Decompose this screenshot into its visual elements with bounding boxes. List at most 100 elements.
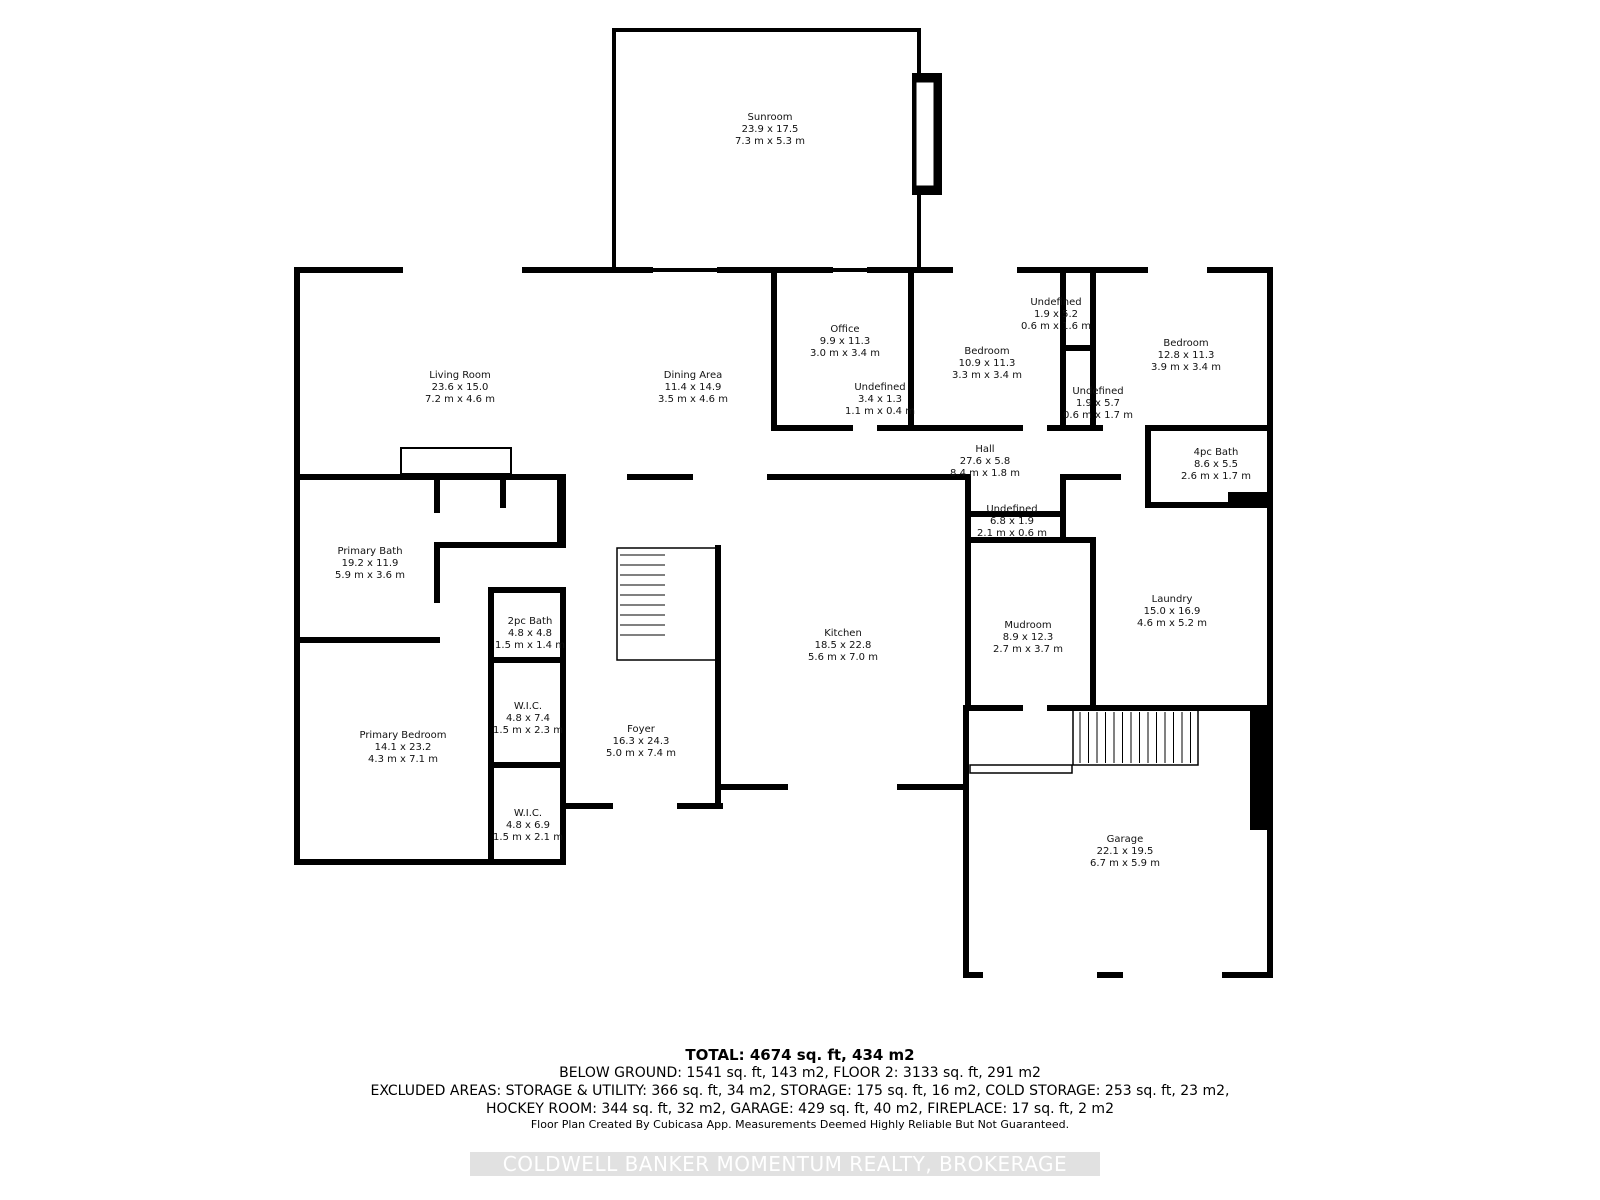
room-metric: 4.3 m x 7.1 m — [368, 754, 438, 765]
room-imperial: 22.1 x 19.5 — [1096, 846, 1154, 857]
room-name: Bedroom — [1163, 338, 1209, 349]
room-imperial: 1.9 x 5.2 — [1033, 309, 1079, 320]
room-imperial: 1.9 x 5.7 — [1075, 398, 1121, 409]
room-name: 2pc Bath — [507, 616, 553, 627]
room-imperial: 4.8 x 6.9 — [505, 820, 551, 831]
room-name: Kitchen — [824, 628, 862, 639]
room-metric: 2.1 m x 0.6 m — [977, 528, 1047, 539]
stair-treads — [620, 554, 1191, 763]
room-imperial: 23.6 x 15.0 — [431, 382, 489, 393]
room-name: Sunroom — [747, 112, 793, 123]
room-metric: 3.3 m x 3.4 m — [952, 370, 1022, 381]
room-metric: 7.2 m x 4.6 m — [425, 394, 495, 405]
room-metric: 7.3 m x 5.3 m — [735, 136, 805, 147]
room-metric: 6.7 m x 5.9 m — [1090, 858, 1160, 869]
room-name: W.I.C. — [513, 701, 543, 712]
sunroom-walls — [612, 28, 921, 272]
room-metric: 0.6 m x 1.6 m — [1021, 321, 1091, 332]
room-metric: 2.6 m x 1.7 m — [1181, 471, 1251, 482]
room-imperial: 9.9 x 11.3 — [819, 336, 871, 347]
room-metric: 0.6 m x 1.7 m — [1063, 410, 1133, 421]
room-metric: 3.0 m x 3.4 m — [810, 348, 880, 359]
room-name: Bedroom — [964, 346, 1010, 357]
room-metric: 5.0 m x 7.4 m — [606, 748, 676, 759]
watermark: COLDWELL BANKER MOMENTUM REALTY, BROKERA… — [470, 1152, 1100, 1176]
room-imperial: 16.3 x 24.3 — [612, 736, 670, 747]
room-name: Undefined — [986, 504, 1038, 515]
room-name: Undefined — [1030, 297, 1082, 308]
room-imperial: 27.6 x 5.8 — [959, 456, 1011, 467]
excluded-areas-cont: HOCKEY ROOM: 344 sq. ft, 32 m2, GARAGE: … — [486, 1101, 1114, 1117]
room-imperial: 19.2 x 11.9 — [341, 558, 399, 569]
room-metric: 1.1 m x 0.4 m — [845, 406, 915, 417]
room-metric: 3.9 m x 3.4 m — [1151, 362, 1221, 373]
area-summary: TOTAL: 4674 sq. ft, 434 m2 BELOW GROUND:… — [0, 1046, 1600, 1132]
room-imperial: 4.8 x 4.8 — [507, 628, 553, 639]
room-metric: 5.6 m x 7.0 m — [808, 652, 878, 663]
room-name: W.I.C. — [513, 808, 543, 819]
room-imperial: 23.9 x 17.5 — [741, 124, 799, 135]
room-metric: 5.9 m x 3.6 m — [335, 570, 405, 581]
room-imperial: 11.4 x 14.9 — [664, 382, 722, 393]
stairs — [616, 547, 1199, 774]
room-imperial: 3.4 x 1.3 — [857, 394, 903, 405]
room-metric: 3.5 m x 4.6 m — [658, 394, 728, 405]
room-name: Dining Area — [663, 370, 723, 381]
room-imperial: 18.5 x 22.8 — [814, 640, 872, 651]
walls — [294, 267, 1273, 978]
room-name: Primary Bath — [337, 546, 403, 557]
room-imperial: 6.8 x 1.9 — [989, 516, 1035, 527]
excluded-areas: EXCLUDED AREAS: STORAGE & UTILITY: 366 s… — [370, 1083, 1230, 1099]
room-metric: 1.5 m x 2.1 m — [493, 832, 563, 843]
garage-block — [1250, 708, 1268, 830]
room-imperial: 10.9 x 11.3 — [958, 358, 1016, 369]
room-name: Hall — [975, 444, 995, 455]
room-name: Primary Bedroom — [359, 730, 447, 741]
room-imperial: 12.8 x 11.3 — [1157, 350, 1215, 361]
credit-text: Floor Plan Created By Cubicasa App. Meas… — [530, 1118, 1070, 1131]
room-metric: 8.4 m x 1.8 m — [950, 468, 1020, 479]
room-imperial: 4.8 x 7.4 — [505, 713, 551, 724]
room-name: Garage — [1106, 834, 1144, 845]
room-imperial: 14.1 x 23.2 — [374, 742, 432, 753]
room-name: Undefined — [854, 382, 906, 393]
room-name: Mudroom — [1004, 620, 1052, 631]
fireplace-living — [400, 447, 512, 475]
room-imperial: 8.6 x 5.5 — [1193, 459, 1239, 470]
room-metric: 1.5 m x 2.3 m — [493, 725, 563, 736]
room-name: Foyer — [627, 724, 655, 735]
total-area: TOTAL: 4674 sq. ft, 434 m2 — [685, 1046, 915, 1064]
room-name: Office — [830, 324, 860, 335]
room-metric: 4.6 m x 5.2 m — [1137, 618, 1207, 629]
room-imperial: 15.0 x 16.9 — [1143, 606, 1201, 617]
below-ground-area: BELOW GROUND: 1541 sq. ft, 143 m2, FLOOR… — [559, 1065, 1041, 1081]
room-name: Undefined — [1072, 386, 1124, 397]
room-name: 4pc Bath — [1193, 447, 1239, 458]
room-name: Living Room — [429, 370, 491, 381]
room-name: Laundry — [1151, 594, 1193, 605]
room-metric: 2.7 m x 3.7 m — [993, 644, 1063, 655]
